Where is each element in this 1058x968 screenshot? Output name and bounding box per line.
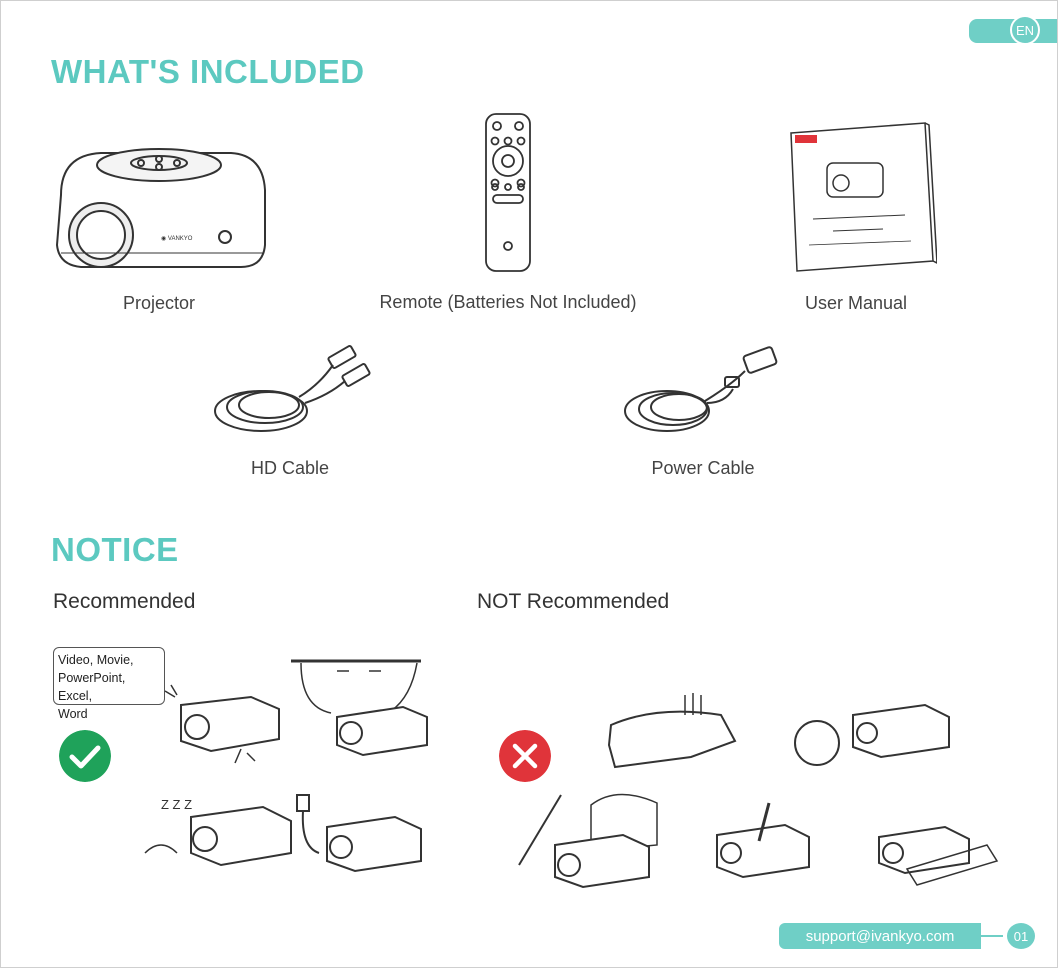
not-recommended-illustrations bbox=[507, 685, 999, 895]
item-label-projector: Projector bbox=[105, 293, 213, 314]
footer-divider bbox=[979, 935, 1003, 937]
svg-text:Z Z Z: Z Z Z bbox=[161, 797, 192, 812]
recommended-illustrations: Z Z Z bbox=[141, 657, 441, 887]
recommended-label: Recommended bbox=[53, 590, 195, 614]
notice-heading: NOTICE bbox=[51, 531, 179, 569]
language-badge: EN bbox=[1010, 15, 1040, 45]
projector-icon: ◉ VANKYO bbox=[51, 145, 271, 273]
page-number: 01 bbox=[1005, 921, 1037, 951]
support-email[interactable]: support@ivankyo.com bbox=[779, 923, 981, 949]
item-label-remote: Remote (Batteries Not Included) bbox=[367, 292, 649, 313]
item-label-power-cable: Power Cable bbox=[641, 458, 765, 479]
hd-cable-icon bbox=[209, 345, 375, 437]
item-label-user-manual: User Manual bbox=[797, 293, 915, 314]
svg-text:◉ VANKYO: ◉ VANKYO bbox=[161, 236, 193, 242]
power-cable-icon bbox=[621, 341, 791, 437]
not-recommended-label: NOT Recommended bbox=[477, 590, 669, 614]
item-label-hd-cable: HD Cable bbox=[241, 458, 339, 479]
remote-control-icon bbox=[483, 111, 533, 275]
checkmark-icon bbox=[59, 730, 111, 782]
user-manual-icon bbox=[787, 121, 937, 273]
whats-included-heading: WHAT'S INCLUDED bbox=[51, 53, 365, 91]
